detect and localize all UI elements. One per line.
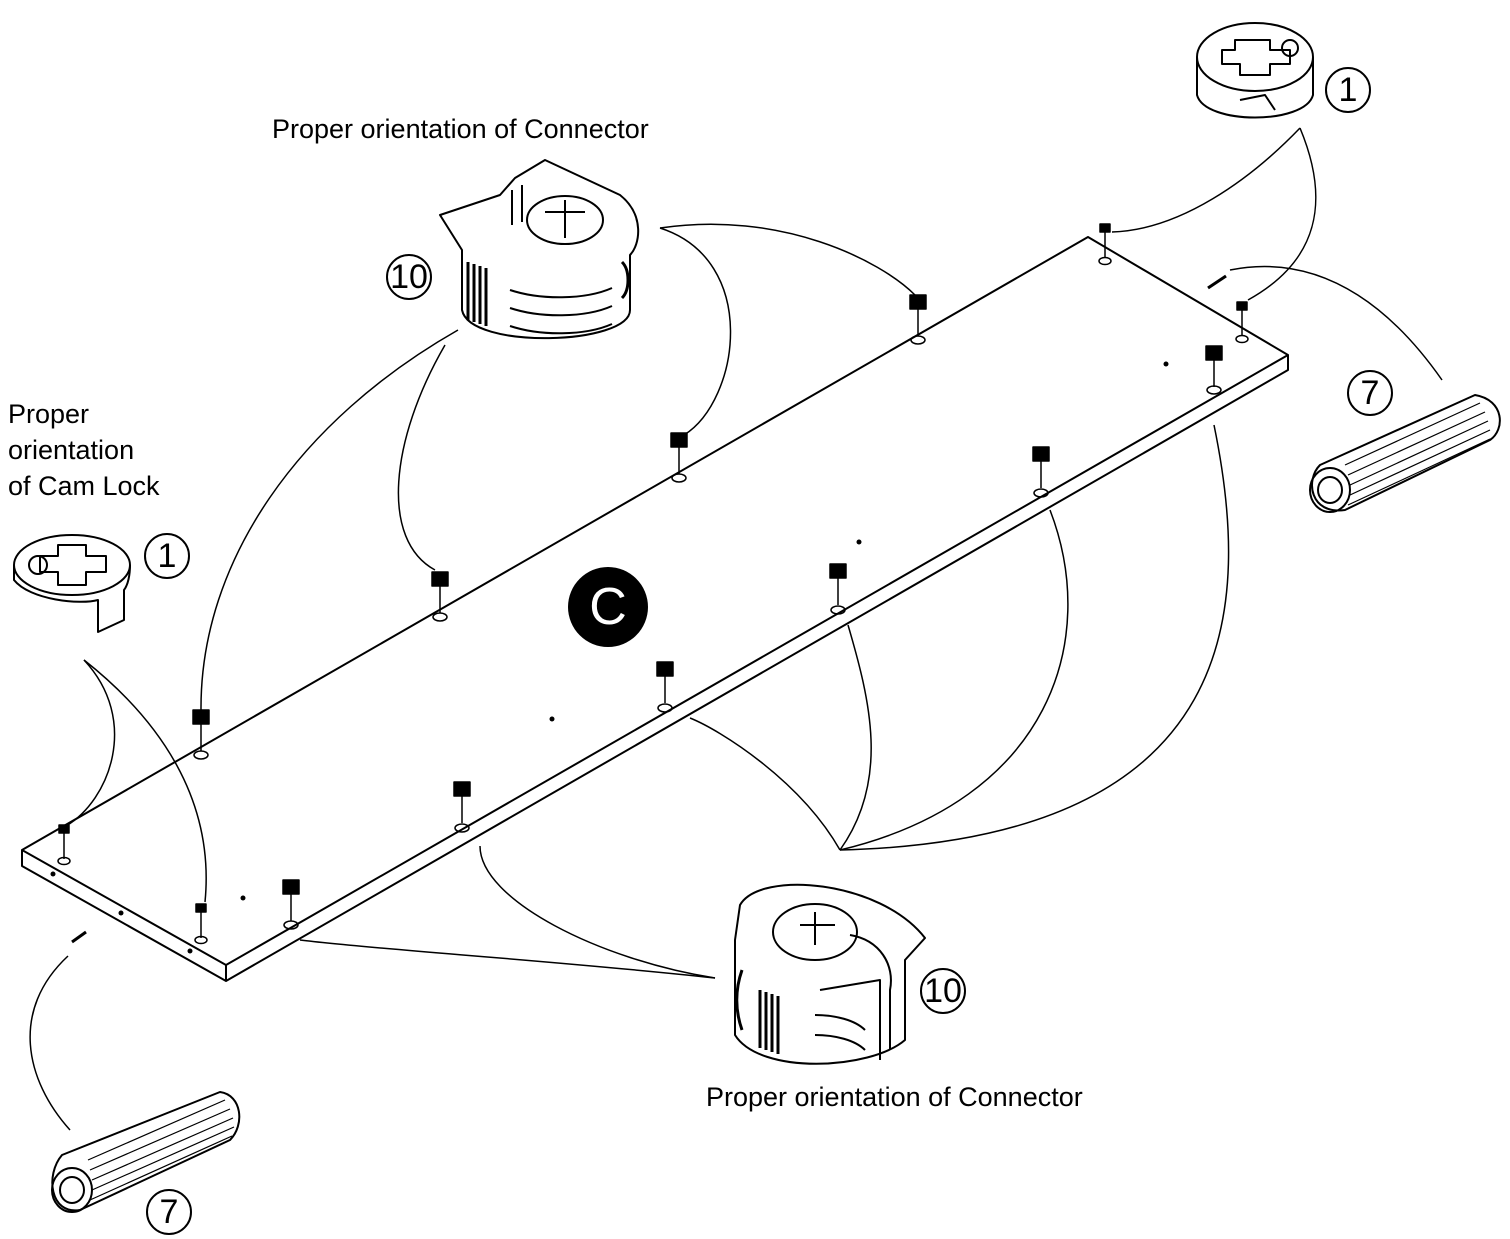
connector-bottom (734, 883, 926, 1065)
callout-camlock-top-right: 1 (1325, 67, 1371, 113)
callout-dowel-right: 7 (1347, 370, 1393, 416)
dowel-right (1309, 394, 1501, 513)
callout-connector-top: 10 (386, 254, 432, 300)
connector-top-label: Proper orientation of Connector (272, 114, 649, 144)
panel-c-badge: C (568, 567, 648, 647)
inserted-dowels (71, 274, 1227, 944)
connector-bottom-label: Proper orientation of Connector (706, 1082, 1083, 1112)
camlock-label-line1: Proper (8, 399, 90, 429)
callout-dowel-bottom-left: 7 (146, 1189, 192, 1235)
panel-dots (50, 361, 1169, 954)
panel-board (21, 236, 1289, 982)
dowel-bottom-left (51, 1091, 241, 1213)
camlock-label-line3: of Cam Lock (8, 471, 160, 501)
callout-camlock-left: 1 (144, 533, 190, 579)
leader-lines (29, 127, 1443, 1131)
connector-top (439, 159, 640, 340)
camlock-label-line2: orientation (8, 435, 135, 465)
callout-connector-bottom: 10 (920, 968, 966, 1014)
inserted-connectors (58, 223, 1248, 938)
cam-lock-top-right (1196, 22, 1314, 119)
cam-lock-left (13, 534, 131, 633)
